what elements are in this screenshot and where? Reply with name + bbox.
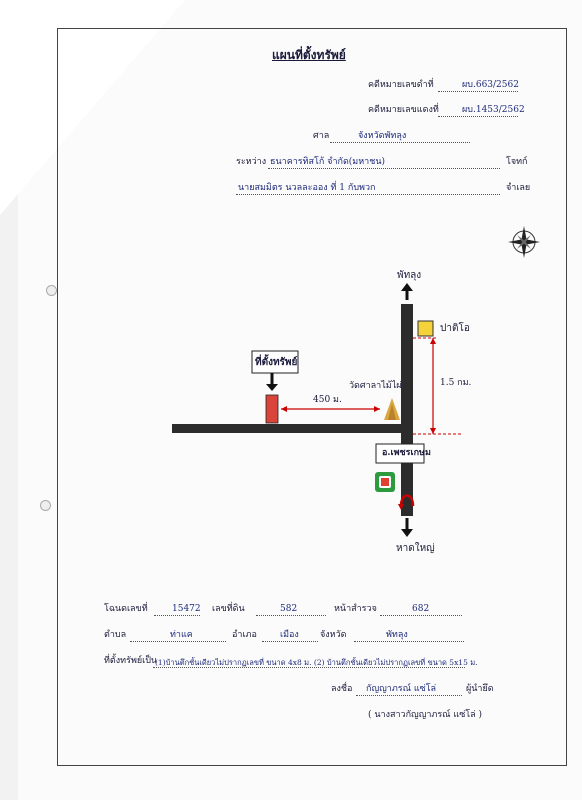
folded-corner [0, 0, 185, 215]
subdistrict-value: ท่าแค [170, 630, 193, 640]
black-case-number: ผบ.663/2562 [462, 80, 519, 90]
dotted-line [268, 167, 500, 169]
side-road [172, 424, 408, 433]
document-title: แผนที่ตั้งทรัพย์ [272, 48, 346, 62]
province-label: จังหวัด [320, 630, 347, 640]
dotted-line [154, 614, 200, 616]
landmark-marker [417, 320, 434, 337]
pinpoint-box [251, 350, 299, 374]
dotted-line [438, 115, 518, 117]
dotted-line [236, 193, 500, 195]
red-case-label: คดีหมายเลขแดงที่ [368, 105, 439, 115]
temple-icon [384, 398, 400, 420]
dotted-line [256, 614, 326, 616]
signer-role: ผู้นำยึด [466, 684, 494, 694]
district-box [375, 443, 425, 464]
court-value: จังหวัดพัทลุง [358, 131, 407, 141]
main-road [401, 304, 413, 516]
punch-hole [40, 500, 51, 511]
location-description: (1)บ้านตึกชั้นเดียวไม่ปรากฏเลขที่ ขนาด 4… [155, 658, 478, 667]
district-field-label: อำเภอ [232, 630, 257, 640]
dotted-line [330, 141, 470, 143]
dotted-line [380, 614, 462, 616]
punch-hole [46, 285, 57, 296]
parcel-number: 582 [280, 604, 298, 614]
deed-label: โฉนดเลขที่ [104, 604, 148, 614]
signer-name: กัญญาภรณ์ แซ่โล่ [366, 684, 437, 694]
dotted-line [130, 640, 226, 642]
dotted-line [438, 90, 518, 92]
property-marker [265, 394, 279, 424]
compass-icon [508, 226, 540, 258]
district-label: อ.เพชรเกษม [382, 448, 431, 458]
province-value: พัทลุง [386, 630, 408, 640]
sign-label: ลงชื่อ [331, 684, 353, 694]
dotted-line [354, 640, 464, 642]
signer-full-name: ( นางสาวกัญญาภรณ์ แซ่โล่ ) [368, 710, 483, 720]
u-turn-icon [399, 494, 415, 507]
document-frame [57, 28, 567, 766]
defendant-name: นายสมมิตร นวลละออง ที่ 1 กับพวก [238, 183, 376, 193]
deed-number: 15472 [172, 604, 201, 614]
dotted-line [153, 666, 465, 668]
dotted-line [262, 640, 318, 642]
survey-label: หน้าสำรวจ [334, 604, 377, 614]
pinpoint-label: ที่ตั้งทรัพย์ [255, 357, 298, 368]
survey-number: 682 [412, 604, 430, 614]
distance-label: 450 ม. [313, 395, 342, 405]
plaintiff-name: ธนาคารทิสโก้ จำกัด(มหาชน) [270, 157, 386, 167]
subdistrict-label: ตำบล [104, 630, 127, 640]
south-destination: หาดใหญ่ [396, 543, 435, 554]
parcel-label: เลขที่ดิน [212, 604, 245, 614]
defendant-role: จำเลย [506, 183, 531, 193]
district-value: เมือง [280, 630, 299, 640]
dotted-line [356, 694, 462, 696]
vertical-distance-label: 1.5 กม. [440, 378, 472, 388]
plaintiff-role: โจทก์ [506, 157, 528, 167]
court-label: ศาล [313, 131, 330, 141]
north-destination: พัทลุง [397, 270, 422, 281]
black-case-label: คดีหมายเลขดำที่ [368, 80, 434, 90]
temple-label: วัดศาลาไม้ไผ่ [349, 381, 402, 391]
gas-station-icon [375, 472, 395, 492]
red-case-number: ผบ.1453/2562 [462, 105, 525, 115]
between-label: ระหว่าง [236, 157, 267, 167]
landmark-label: ปาติโอ [440, 323, 470, 334]
location-label: ที่ตั้งทรัพย์เป็น [104, 656, 158, 666]
